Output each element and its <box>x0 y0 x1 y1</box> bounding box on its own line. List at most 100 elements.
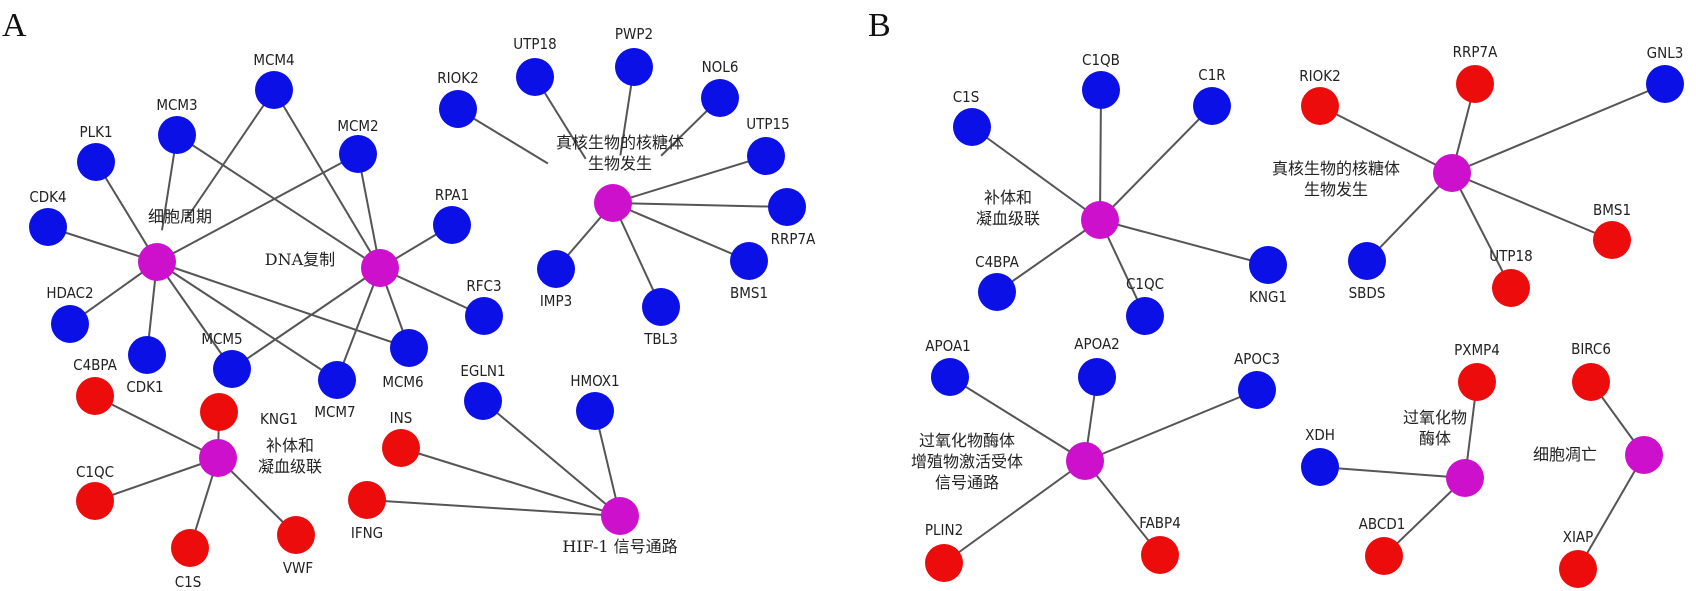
gene-label-b-c4bpa: C4BPA <box>975 253 1019 271</box>
gene-label-a-ifng: IFNG <box>351 524 383 542</box>
gene-label-b-fabp4: FABP4 <box>1139 514 1181 532</box>
edge-b-perox-xdh <box>1319 466 1466 479</box>
gene-node-a-hdac2 <box>51 305 89 343</box>
edge-a-ribo-rrp7a <box>612 202 788 208</box>
gene-label-a-plk1: PLK1 <box>79 123 112 141</box>
gene-label-a-pwp2: PWP2 <box>615 25 653 43</box>
gene-label-b-apoc3: APOC3 <box>1234 350 1280 368</box>
gene-label-b-rrp7a: RRP7A <box>1453 43 1498 61</box>
gene-node-a-rrp7a <box>768 188 806 226</box>
gene-node-a-mcm7 <box>318 361 356 399</box>
edge-a-ribo-tbl3 <box>612 202 662 308</box>
edge-b-ribo-riok2 <box>1319 105 1453 174</box>
gene-label-a-bms1: BMS1 <box>730 284 768 302</box>
gene-node-b-xiap <box>1559 550 1597 588</box>
gene-label-b-c1s: C1S <box>953 88 980 106</box>
gene-label-a-utp18: UTP18 <box>513 35 556 53</box>
pathway-label-a-comp: 补体和凝血级联 <box>258 436 322 476</box>
gene-node-b-rrp7a <box>1456 65 1494 103</box>
gene-label-a-tbl3: TBL3 <box>643 330 678 348</box>
pathway-label-b-apop: 细胞凋亡 <box>1533 445 1597 464</box>
gene-node-b-c1qc <box>1126 297 1164 335</box>
gene-label-a-utp15: UTP15 <box>746 115 789 133</box>
gene-node-a-cdk1 <box>128 336 166 374</box>
gene-label-b-plin2: PLIN2 <box>925 521 963 539</box>
edge-a-cc-mcm2 <box>156 153 359 263</box>
gene-label-a-c4bpa: C4BPA <box>73 356 117 374</box>
gene-node-b-pxmp4 <box>1458 363 1496 401</box>
gene-node-a-hmox1 <box>576 392 614 430</box>
pathway-node-a-cc <box>138 243 176 281</box>
gene-node-b-abcd1 <box>1365 537 1403 575</box>
gene-label-a-mcm5: MCM5 <box>201 330 242 348</box>
gene-node-a-mcm4 <box>255 71 293 109</box>
edge-a-dna-mcm5 <box>231 267 381 370</box>
gene-label-b-apoa2: APOA2 <box>1074 335 1120 353</box>
gene-label-a-egln1: EGLN1 <box>460 362 505 380</box>
edge-b-comp-c4bpa <box>996 219 1101 293</box>
edge-a-cc-mcm5 <box>156 261 233 370</box>
gene-node-b-c4bpa <box>978 273 1016 311</box>
edge-a-ribo-bms1 <box>612 202 750 262</box>
gene-node-a-bms1 <box>730 242 768 280</box>
edge-a-cc-mcm6 <box>156 261 410 349</box>
gene-label-a-mcm3: MCM3 <box>156 96 197 114</box>
gene-node-b-bms1 <box>1593 221 1631 259</box>
edge-a-dna-mcm2 <box>357 153 381 269</box>
pathway-label-b-ribo: 真核生物的核糖体生物发生 <box>1272 159 1400 199</box>
panel-label-a: A <box>2 7 27 44</box>
gene-node-b-c1qb <box>1082 71 1120 109</box>
gene-label-a-hmox1: HMOX1 <box>570 372 619 390</box>
gene-node-b-kng1 <box>1249 246 1287 284</box>
pathway-node-b-ppar <box>1066 442 1104 480</box>
gene-label-a-rfc3: RFC3 <box>466 277 501 295</box>
gene-node-b-c1s <box>953 108 991 146</box>
gene-node-b-plin2 <box>925 544 963 582</box>
pathway-label-a-ribo: 真核生物的核糖体生物发生 <box>556 133 684 173</box>
gene-node-a-mcm2 <box>339 135 377 173</box>
gene-label-a-mcm4: MCM4 <box>253 51 294 69</box>
gene-label-b-apoa1: APOA1 <box>925 337 971 355</box>
edge-a-cc-mcm7 <box>156 261 338 381</box>
gene-label-a-cdk4: CDK4 <box>29 188 66 206</box>
edge-b-ribo-sbds <box>1366 172 1453 262</box>
edge-a-ribo-utp15 <box>612 155 767 204</box>
edge-a-comp-c1qc <box>94 457 219 502</box>
gene-node-a-vwf <box>277 516 315 554</box>
gene-node-a-rfc3 <box>465 297 503 335</box>
gene-label-a-mcm7: MCM7 <box>314 403 355 421</box>
gene-node-b-c1r <box>1193 87 1231 125</box>
gene-node-a-cdk4 <box>29 208 67 246</box>
gene-node-b-utp18 <box>1492 269 1530 307</box>
gene-label-b-c1qb: C1QB <box>1082 51 1120 69</box>
gene-node-b-birc6 <box>1572 363 1610 401</box>
edge-a-dna-mcm4 <box>273 89 381 269</box>
edge-b-ribo-utp18 <box>1451 172 1512 289</box>
gene-label-a-ins: INS <box>390 409 413 427</box>
gene-label-a-cdk1: CDK1 <box>126 378 163 396</box>
gene-node-b-xdh <box>1301 448 1339 486</box>
gene-label-a-vwf: VWF <box>283 559 313 577</box>
edge-b-comp-c1qb <box>1099 89 1102 221</box>
pathway-node-b-ribo <box>1433 154 1471 192</box>
gene-label-a-c1s: C1S <box>175 573 202 591</box>
gene-node-a-mcm3 <box>158 116 196 154</box>
pathway-node-a-dna <box>361 249 399 287</box>
gene-label-a-rpa1: RPA1 <box>435 186 469 204</box>
pathway-node-b-comp <box>1081 201 1119 239</box>
edge-a-cc-cdk4 <box>47 226 158 263</box>
edge-a-dna-mcm3 <box>176 134 381 269</box>
gene-label-b-xiap: XIAP <box>1563 528 1594 546</box>
gene-label-a-nol6: NOL6 <box>702 58 739 76</box>
gene-label-b-gnl3: GNL3 <box>1647 44 1684 62</box>
panel-label-b: B <box>868 7 891 44</box>
pathway-node-a-ribo <box>594 184 632 222</box>
nodes-layer <box>29 48 1684 588</box>
gene-label-a-riok2: RIOK2 <box>437 69 478 87</box>
gene-node-a-utp15 <box>747 137 785 175</box>
gene-node-a-plk1 <box>77 143 115 181</box>
pathway-label-b-ppar: 过氧化物酶体增殖物激活受体信号通路 <box>911 431 1023 492</box>
edge-b-ribo-bms1 <box>1451 172 1613 241</box>
gene-label-b-bms1: BMS1 <box>1593 201 1631 219</box>
